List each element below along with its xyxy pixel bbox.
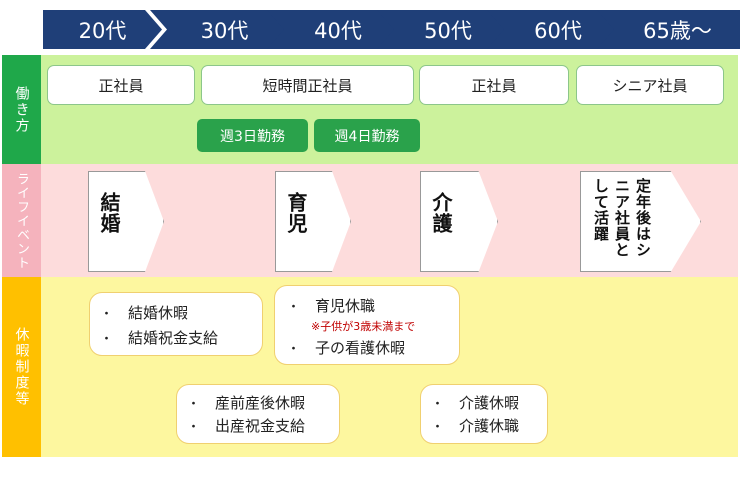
age-30s: 30代 [150,10,289,49]
bullet: ・ [100,332,114,347]
childcare-note: ※子供が3歳未満まで [311,320,416,333]
age-20s: 20代 [43,10,162,49]
bullet: ・ [100,307,114,322]
marriage-benefits-box: ・ 結婚休暇 ・ 結婚祝金支給 [89,292,263,356]
marriage-gift: 結婚祝金支給 [128,329,219,347]
marriage-leave: 結婚休暇 [128,304,189,322]
life-label-text: ライフイベント [14,171,29,270]
childcare-benefits-box: ・ 育児休職 ※子供が3歳未満まで ・ 子の看護休暇 [274,285,460,365]
birth-benefits-box: ・ 産前産後休暇 ・ 出産祝金支給 [176,384,340,444]
work-regular-employee-2: 正社員 [419,65,569,105]
childcare-leave: 育児休職 [315,297,376,315]
bullet: ・ [187,397,201,412]
age-50s: 50代 [377,10,509,49]
work-senior-employee: シニア社員 [576,65,724,105]
event-retirement-arrow [580,171,701,272]
work-short-time-employee: 短時間正社員 [201,65,414,105]
work-regular-employee: 正社員 [47,65,195,105]
life-section-label: ライフイベント [2,164,41,277]
event-nursing: 介護 [429,192,453,234]
work-label-text: 働き方 [13,85,30,134]
nursing-benefits-box: ・ 介護休暇 ・ 介護休職 [420,384,548,444]
event-retirement-senior: 定年後はシニア社員として活躍 [592,178,652,258]
work-section-label: 働き方 [2,55,41,164]
maternity-leave: 産前産後休暇 [215,394,306,412]
event-marriage: 結婚 [97,192,121,234]
bullet: ・ [287,300,301,315]
nursing-care-leave: 介護休暇 [459,394,520,412]
benefits-section-label: 休暇制度等 [2,277,41,457]
age-65-plus: 65歳～ [597,10,740,49]
bullet: ・ [431,420,445,435]
bullet: ・ [287,342,301,357]
age-60s: 60代 [487,10,619,49]
badge-4-days: 週4日勤務 [314,119,420,152]
bullet: ・ [187,420,201,435]
age-40s: 40代 [267,10,399,49]
child-nursing-leave: 子の看護休暇 [315,339,406,357]
event-marriage-arrow [88,171,164,272]
bullet: ・ [431,397,445,412]
badge-3-days: 週3日勤務 [197,119,308,152]
benefits-label-text: 休暇制度等 [13,327,30,407]
birth-gift: 出産祝金支給 [215,417,306,435]
nursing-care-absence: 介護休職 [459,417,520,435]
event-childcare: 育児 [284,192,308,234]
